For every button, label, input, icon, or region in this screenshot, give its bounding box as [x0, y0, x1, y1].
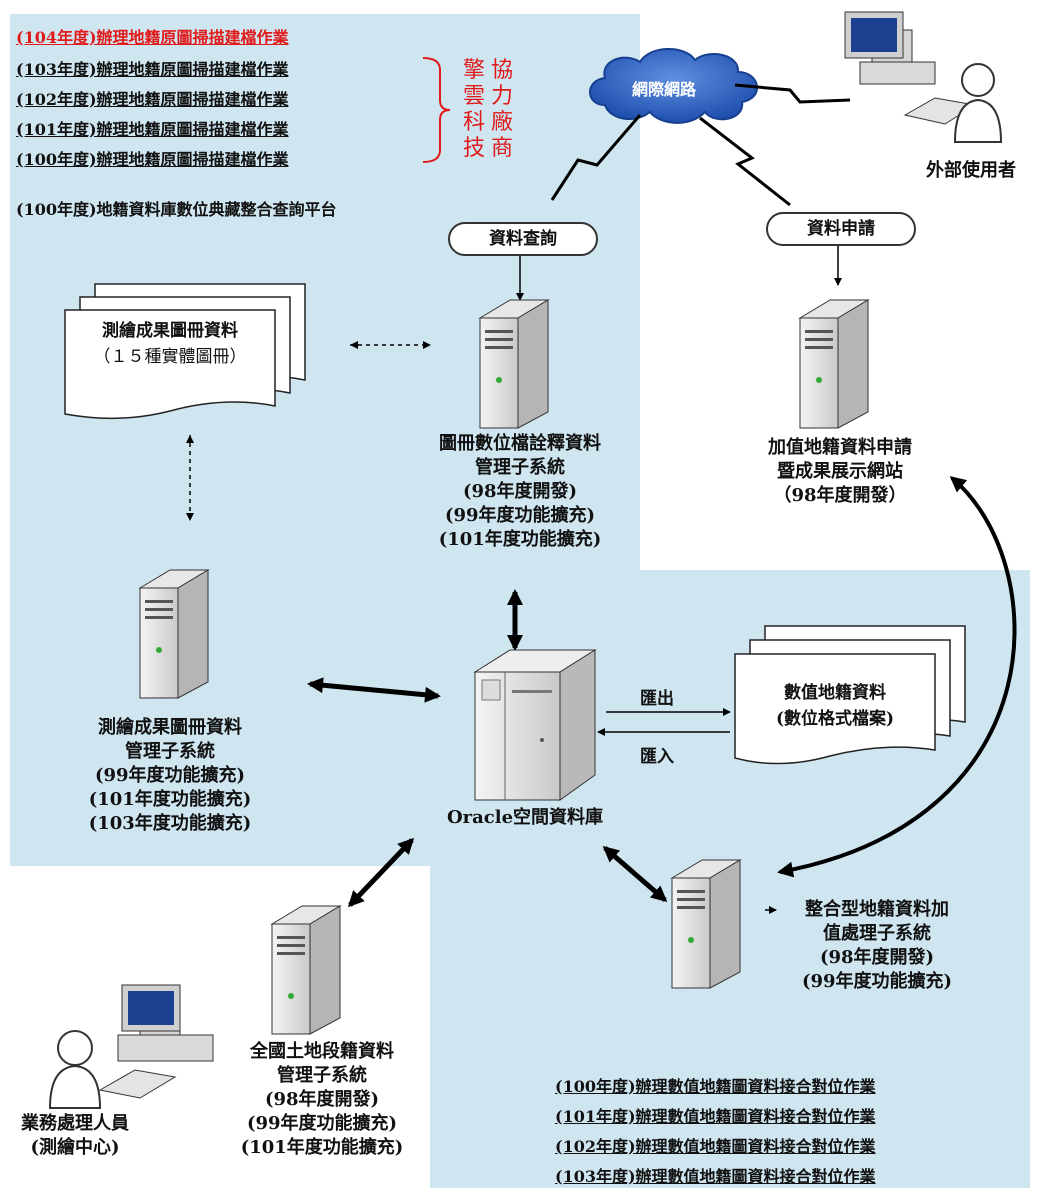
- integrated-line-1: 值處理子系統: [823, 923, 931, 944]
- staff-label: 業務處理人員 (測繪中心): [0, 1112, 150, 1160]
- value-added-site-label: 加值地籍資料申請 暨成果展示網站 （98年度開發）: [735, 436, 945, 508]
- internet-cloud-icon: [589, 48, 759, 124]
- vendor-name-col2: 協力廠商: [490, 58, 513, 161]
- survey-sys-line-4: (103年度功能擴充): [88, 813, 252, 834]
- integrated-line-2: (98年度開發): [819, 947, 935, 968]
- vendor-name-col1: 擎雲科技: [462, 58, 485, 161]
- survey-document-icon: [64, 283, 306, 420]
- map-meta-line-4: (101年度功能擴充): [438, 529, 602, 550]
- survey-system-label: 測繪成果圖冊資料 管理子系統 (99年度功能擴充) (101年度功能擴充) (1…: [60, 716, 280, 836]
- survey-sys-line-0: 測繪成果圖冊資料: [98, 717, 242, 738]
- external-user-label: 外部使用者: [926, 160, 1016, 181]
- survey-sys-line-1: 管理子系統: [125, 741, 215, 762]
- national-system-label: 全國土地段籍資料 管理子系統 (98年度開發) (99年度功能擴充) (101年…: [212, 1040, 432, 1160]
- integrated-line-3: (99年度功能擴充): [801, 971, 953, 992]
- server-icon-survey: [138, 569, 210, 699]
- right-project-3: (103年度)辦理數值地籍圖資料接合對位作業: [555, 1167, 876, 1186]
- left-project-1: (103年度)辦理地籍原圖掃描建檔作業: [16, 60, 289, 79]
- left-project-0: (104年度)辦理地籍原圖掃描建檔作業: [16, 28, 289, 47]
- lightning-cloud-query: [550, 114, 642, 201]
- map-meta-line-1: 管理子系統: [475, 457, 565, 478]
- survey-doc-line-0: 測繪成果圖冊資料: [102, 321, 238, 341]
- left-project-2: (102年度)辦理地籍原圖掃描建檔作業: [16, 90, 289, 109]
- national-line-1: 管理子系統: [277, 1065, 367, 1086]
- survey-doc-label: 測繪成果圖冊資料 （１５種實體圖冊）: [70, 318, 270, 370]
- thick-arrow-national-oracle: [347, 837, 415, 908]
- map-meta-line-3: (99年度功能擴充): [444, 505, 596, 526]
- map-meta-system-label: 圖冊數位檔詮釋資料 管理子系統 (98年度開發) (99年度功能擴充) (101…: [400, 432, 640, 552]
- right-project-2: (102年度)辦理數值地籍圖資料接合對位作業: [555, 1137, 876, 1156]
- national-line-4: (101年度功能擴充): [240, 1137, 404, 1158]
- server-icon-site: [798, 299, 870, 429]
- staff-line-0: 業務處理人員: [21, 1113, 129, 1134]
- survey-sys-line-3: (101年度功能擴充): [88, 789, 252, 810]
- survey-doc-line-1: （１５種實體圖冊）: [93, 347, 247, 367]
- server-icon-meta: [478, 299, 550, 429]
- curved-arrow-site-integrated: [777, 476, 1017, 878]
- digital-doc-line-1: (數位格式檔案): [775, 709, 895, 729]
- server-icon-national: [270, 905, 342, 1035]
- left-project-4: (100年度)辦理地籍原圖掃描建檔作業: [16, 150, 289, 169]
- user-icon-external: [953, 63, 1003, 143]
- integrated-line-0: 整合型地籍資料加: [805, 899, 949, 920]
- server-icon-integrated: [670, 859, 742, 989]
- import-label: 匯入: [640, 747, 674, 767]
- national-line-3: (99年度功能擴充): [246, 1113, 398, 1134]
- map-meta-line-2: (98年度開發): [462, 481, 578, 502]
- site-line-0: 加值地籍資料申請: [768, 437, 912, 458]
- lightning-cloud-user: [734, 83, 851, 104]
- map-meta-line-0: 圖冊數位檔詮釋資料: [439, 433, 601, 454]
- computer-icon-external: [844, 11, 977, 125]
- site-line-1: 暨成果展示網站: [777, 461, 903, 482]
- integrated-system-label: 整合型地籍資料加 值處理子系統 (98年度開發) (99年度功能擴充): [772, 898, 982, 994]
- apply-pill: 資料申請: [766, 212, 916, 246]
- thick-arrow-survey-oracle: [307, 677, 441, 703]
- export-label: 匯出: [640, 689, 674, 709]
- right-project-1: (101年度)辦理數值地籍圖資料接合對位作業: [555, 1107, 876, 1126]
- staff-line-1: (測繪中心): [30, 1137, 120, 1158]
- computer-icon-staff: [98, 984, 214, 1099]
- national-line-0: 全國土地段籍資料: [250, 1041, 394, 1062]
- digital-doc-label: 數值地籍資料 (數位格式檔案): [740, 680, 930, 732]
- site-line-2: （98年度開發）: [773, 485, 907, 506]
- survey-sys-line-2: (99年度功能擴充): [94, 765, 246, 786]
- platform-title: (100年度)地籍資料庫數位典藏整合查詢平台: [16, 200, 337, 219]
- oracle-db-label: Oracle空間資料庫: [446, 807, 604, 828]
- vendor-bracket: [422, 57, 451, 163]
- user-icon-staff: [48, 1030, 102, 1109]
- internet-label: 網際網路: [632, 80, 697, 99]
- left-project-3: (101年度)辦理地籍原圖掃描建檔作業: [16, 120, 289, 139]
- digital-doc-line-0: 數值地籍資料: [784, 683, 886, 703]
- oracle-database-server-icon: [473, 649, 597, 801]
- right-project-0: (100年度)辦理數值地籍圖資料接合對位作業: [555, 1077, 876, 1096]
- query-pill: 資料查詢: [448, 222, 598, 256]
- thick-arrow-oracle-integrated: [602, 846, 668, 902]
- national-line-2: (98年度開發): [264, 1089, 380, 1110]
- lightning-cloud-apply: [699, 116, 791, 207]
- digital-document-icon: [734, 625, 966, 765]
